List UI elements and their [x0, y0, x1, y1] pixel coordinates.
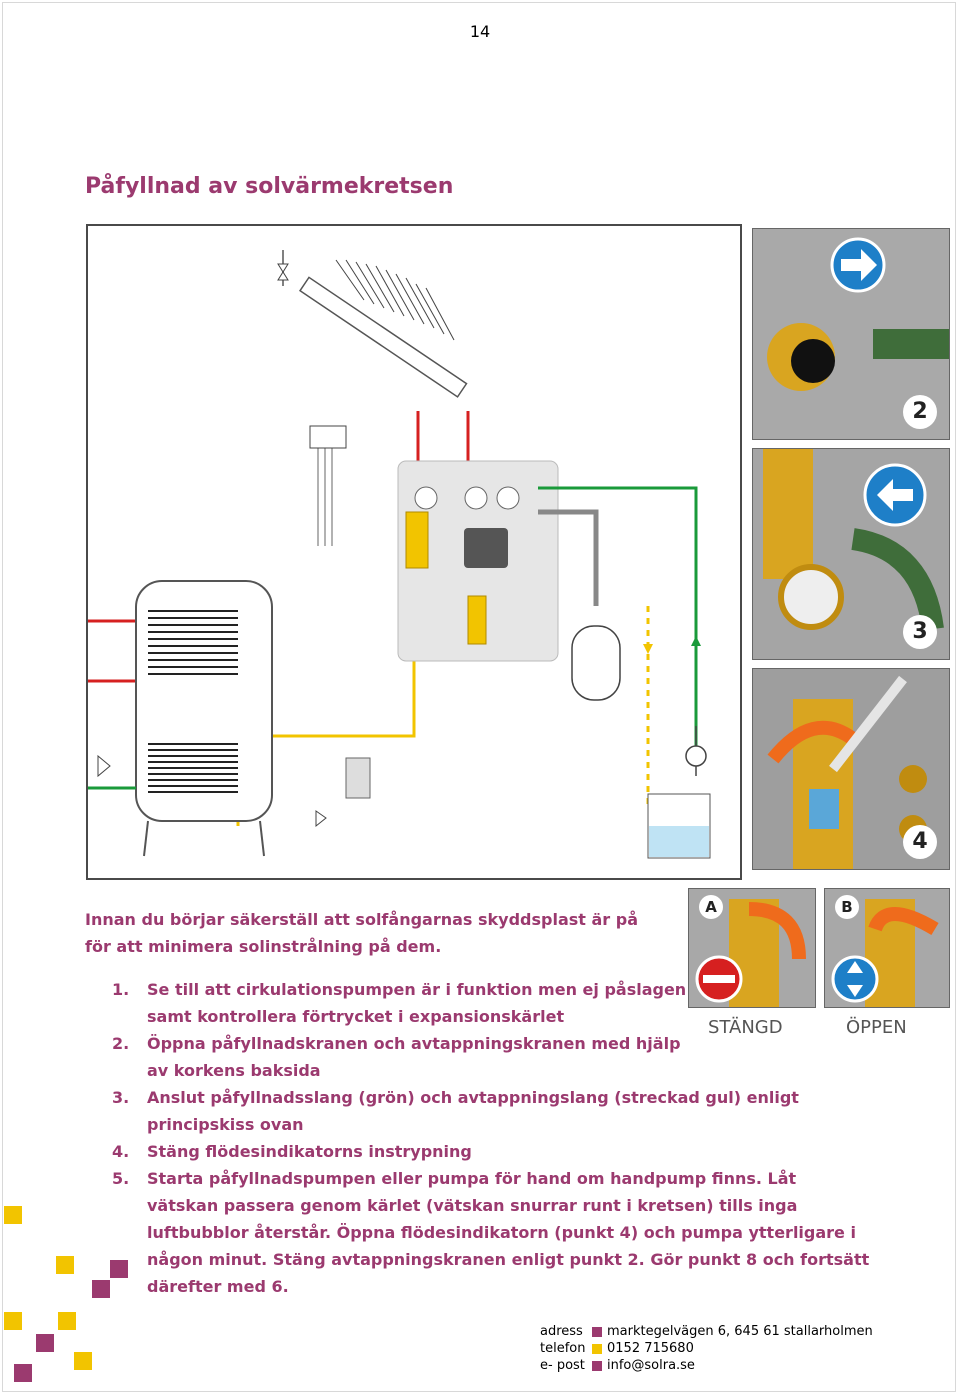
instruction-item: 2. Öppna påfyllnadskranen och avtappning…: [112, 1034, 681, 1080]
photo-step-4: 4: [752, 668, 950, 870]
closed-label: STÄNGD: [708, 1017, 783, 1038]
page-number: 14: [469, 22, 491, 41]
decorative-square: [58, 1312, 76, 1330]
decorative-square: [36, 1334, 54, 1352]
decorative-square: [4, 1206, 22, 1224]
decorative-square: [74, 1352, 92, 1370]
step-4-badge: 4: [903, 825, 937, 859]
photo-step-3: 3: [752, 448, 950, 660]
instruction-text: Se till att cirkulationspumpen är i funk…: [147, 980, 687, 1026]
phone-label: telefon: [540, 1341, 586, 1356]
instruction-item: 4. Stäng flödesindikatorns instrypning: [112, 1142, 472, 1161]
photo-valve-closed: A: [688, 888, 816, 1008]
instruction-item: 3. Anslut påfyllnadsslang (grön) och avt…: [112, 1088, 799, 1134]
photo-step-2: 2: [752, 228, 950, 440]
decorative-square: [56, 1256, 74, 1274]
instruction-text: Anslut påfyllnadsslang (grön) och avtapp…: [147, 1088, 799, 1134]
step-2-badge: 2: [903, 395, 937, 429]
valve-b-label: B: [835, 895, 859, 919]
intro-text: Innan du börjar säkerställ att solfångar…: [85, 910, 639, 956]
page-title: Påfyllnad av solvärmekretsen: [85, 174, 454, 199]
phone-value: 0152 715680: [607, 1341, 694, 1356]
email-link[interactable]: info@solra.se: [607, 1358, 695, 1373]
decorative-square: [4, 1312, 22, 1330]
address-label: adress: [540, 1324, 583, 1339]
footer-bullet: [592, 1360, 602, 1371]
decorative-square: [110, 1260, 128, 1278]
address-value: marktegelvägen 6, 645 61 stallarholmen: [607, 1324, 873, 1339]
decorative-square: [92, 1280, 110, 1298]
decorative-square: [14, 1364, 32, 1382]
instruction-text: Öppna påfyllnadskranen och avtappningskr…: [147, 1034, 681, 1080]
footer-bullet: [592, 1343, 602, 1354]
instruction-text: Stäng flödesindikatorns instrypning: [147, 1142, 472, 1161]
valve-a-label: A: [699, 895, 723, 919]
instruction-item: 1. Se till att cirkulationspumpen är i f…: [112, 980, 687, 1026]
instruction-list: 1. Se till att cirkulationspumpen är i f…: [112, 976, 872, 1300]
filling-schematic-diagram: [86, 224, 742, 880]
email-label: e- post: [540, 1358, 585, 1373]
footer-bullet: [592, 1326, 602, 1337]
instruction-item: 5. Starta påfyllnadspumpen eller pumpa f…: [112, 1169, 870, 1296]
step-3-badge: 3: [903, 615, 937, 649]
instruction-text: Starta påfyllnadspumpen eller pumpa för …: [147, 1169, 870, 1296]
contact-footer: adress marktegelvägen 6, 645 61 stallarh…: [540, 1323, 873, 1374]
open-label: ÖPPEN: [846, 1017, 907, 1038]
photo-valve-open: B: [824, 888, 950, 1008]
